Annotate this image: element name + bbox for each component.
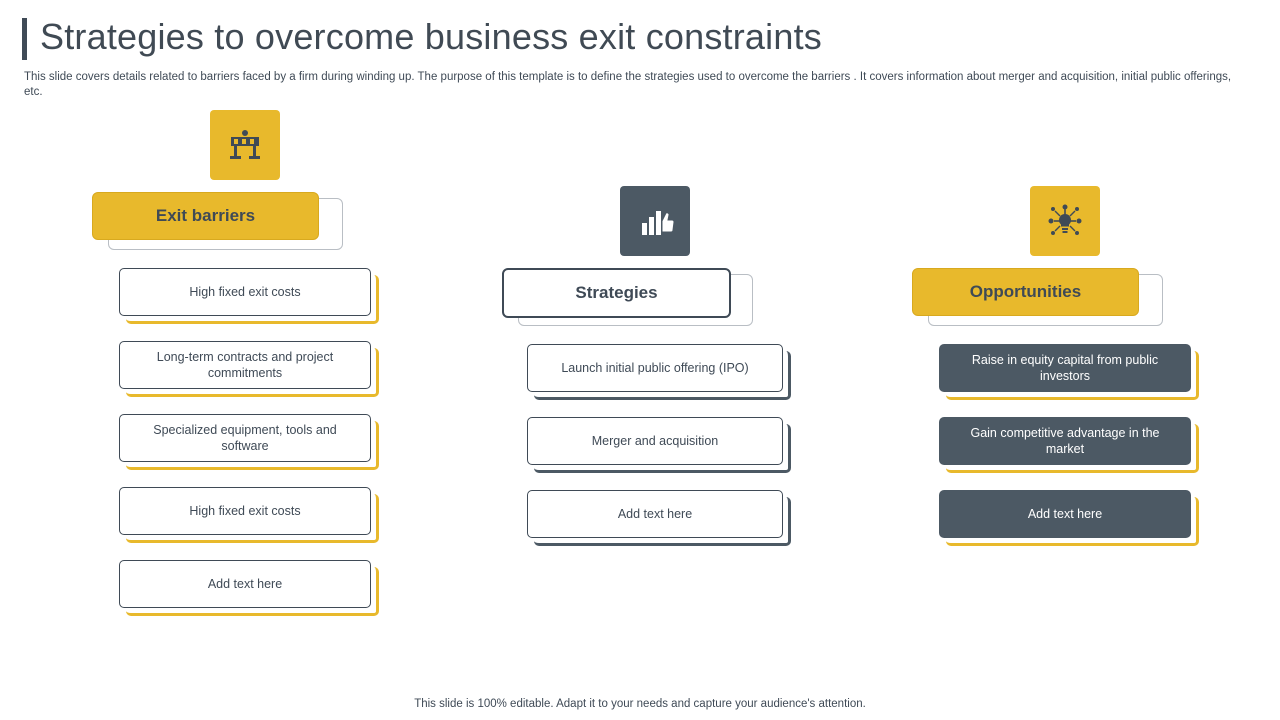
footer-note: This slide is 100% editable. Adapt it to… bbox=[414, 698, 866, 710]
network-idea-icon bbox=[1030, 186, 1100, 256]
list-item[interactable]: Add text here bbox=[527, 490, 791, 546]
column-header-wrap-2: Strategies bbox=[490, 268, 820, 326]
items-list-2: Launch initial public offering (IPO) Mer… bbox=[490, 344, 820, 546]
list-item[interactable]: Add text here bbox=[939, 490, 1199, 546]
list-item[interactable]: High fixed exit costs bbox=[119, 268, 379, 324]
list-item[interactable]: Merger and acquisition bbox=[527, 417, 791, 473]
list-item[interactable]: Raise in equity capital from public inve… bbox=[939, 344, 1199, 400]
column-header-opportunities[interactable]: Opportunities bbox=[912, 268, 1139, 316]
column-header-wrap-1: Exit barriers bbox=[80, 192, 410, 250]
column-opportunities: Opportunities Raise in equity capital fr… bbox=[900, 186, 1230, 563]
column-exit-barriers: Exit barriers High fixed exit costs Long… bbox=[80, 110, 410, 633]
items-list-3: Raise in equity capital from public inve… bbox=[900, 344, 1230, 546]
list-item[interactable]: Specialized equipment, tools and softwar… bbox=[119, 414, 379, 470]
road-barrier-icon bbox=[210, 110, 280, 180]
page-title: Strategies to overcome business exit con… bbox=[40, 16, 822, 57]
column-header-wrap-3: Opportunities bbox=[900, 268, 1230, 326]
title-accent-bar bbox=[22, 18, 27, 60]
list-item[interactable]: Long-term contracts and project commitme… bbox=[119, 341, 379, 397]
column-header-strategies[interactable]: Strategies bbox=[502, 268, 731, 318]
items-list-1: High fixed exit costs Long-term contract… bbox=[80, 268, 410, 616]
column-header-exit-barriers[interactable]: Exit barriers bbox=[92, 192, 319, 240]
list-item[interactable]: High fixed exit costs bbox=[119, 487, 379, 543]
column-strategies: Strategies Launch initial public offerin… bbox=[490, 186, 820, 563]
bar-chart-thumbs-up-icon bbox=[620, 186, 690, 256]
list-item[interactable]: Gain competitive advantage in the market bbox=[939, 417, 1199, 473]
list-item[interactable]: Launch initial public offering (IPO) bbox=[527, 344, 791, 400]
list-item[interactable]: Add text here bbox=[119, 560, 379, 616]
page-subtitle: This slide covers details related to bar… bbox=[24, 71, 1232, 98]
